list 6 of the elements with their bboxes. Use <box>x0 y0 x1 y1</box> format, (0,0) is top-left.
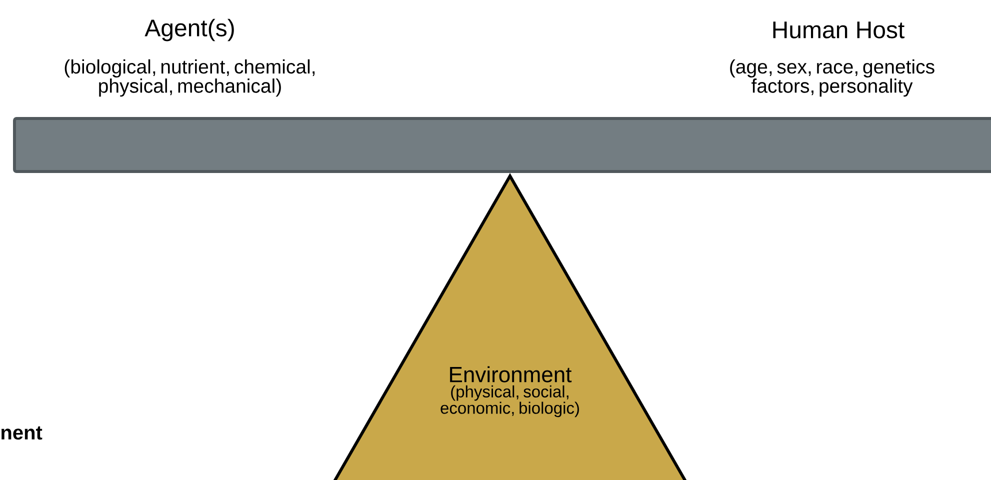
seesaw-beam <box>13 117 991 173</box>
partial-text: nent <box>2 426 42 440</box>
description: (age, sex, race, genetics factors, personality <box>730 59 934 97</box>
heading: Agent(s) <box>144 18 234 42</box>
heading: Human Host <box>773 22 904 38</box>
description: (biological, nutrient, chemical, physical, mechanical) <box>64 59 315 97</box>
